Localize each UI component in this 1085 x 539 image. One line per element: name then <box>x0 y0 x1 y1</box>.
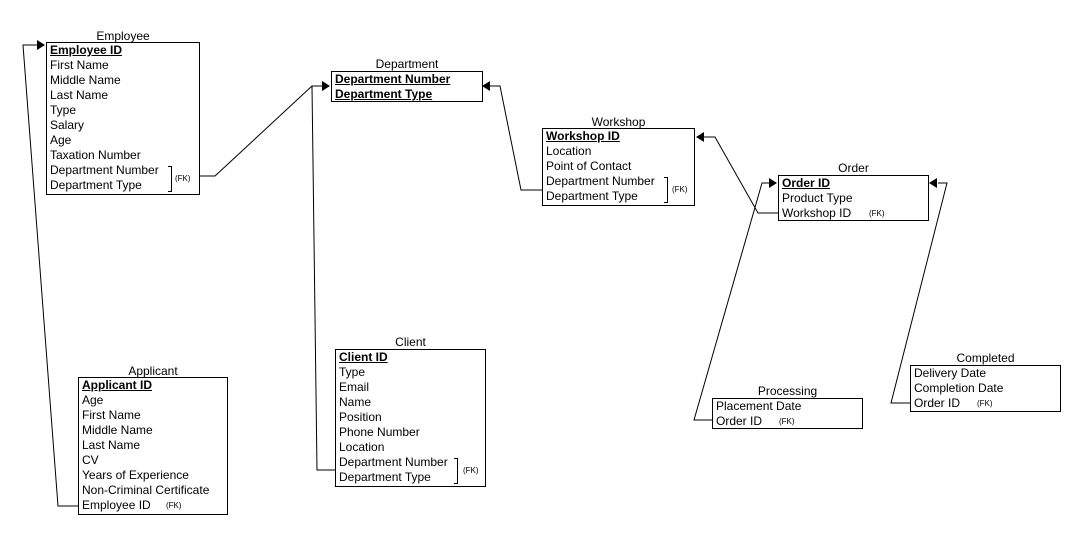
attribute: Taxation Number <box>50 148 141 162</box>
entity-title: Workshop <box>591 115 646 129</box>
attribute: Phone Number <box>339 425 420 439</box>
rel-applicant-employee <box>22 44 78 507</box>
attribute: Middle Name <box>82 423 153 437</box>
fk-label: (FK) <box>869 209 885 218</box>
entity-title: Client <box>395 335 426 349</box>
rel-workshop-department <box>490 85 542 191</box>
attribute: Point of Contact <box>546 159 632 173</box>
attribute-fk: Department Number <box>546 174 655 188</box>
attribute-fk: Department Type <box>546 189 638 203</box>
rel-employee-department <box>199 85 324 177</box>
arrowhead-department-right <box>482 81 490 91</box>
entity-applicant[interactable]: Applicant Applicant ID Age First Name Mi… <box>78 365 228 515</box>
fk-label: (FK) <box>175 174 191 183</box>
entity-box: Applicant ID Age First Name Middle Name … <box>78 377 228 515</box>
attribute: Middle Name <box>50 73 121 87</box>
fk-label: (FK) <box>672 185 688 194</box>
attribute-fk: Department Number <box>50 163 159 177</box>
arrowhead-order <box>769 178 777 188</box>
entity-title: Employee <box>96 29 150 43</box>
primary-key: Workshop ID <box>546 129 620 143</box>
entity-title: Department <box>375 57 439 71</box>
attribute-fk: Department Number <box>339 455 448 469</box>
arrowhead-order-right <box>929 178 937 188</box>
attribute-fk: Employee ID <box>82 498 151 512</box>
entity-title: Processing <box>757 384 818 398</box>
fk-bracket <box>664 177 668 203</box>
entity-completed[interactable]: Completed Delivery Date Completion Date … <box>910 352 1061 412</box>
fk-label: (FK) <box>779 417 795 426</box>
rel-processing-order <box>693 182 770 421</box>
attribute: Placement Date <box>716 399 802 413</box>
attribute: Age <box>50 133 72 147</box>
attribute: Last Name <box>82 438 141 452</box>
rel-client-department <box>311 85 335 471</box>
entity-title: Completed <box>956 351 1015 365</box>
fk-label: (FK) <box>977 399 993 408</box>
attribute: Location <box>546 144 592 158</box>
entity-title: Applicant <box>128 364 178 378</box>
attribute: First Name <box>50 58 109 72</box>
entity-box: Placement Date Order ID (FK) <box>712 398 863 429</box>
arrowhead-workshop <box>696 132 704 142</box>
attribute: Years of Experience <box>82 468 189 482</box>
entity-workshop[interactable]: Workshop Workshop ID Location Point of C… <box>542 116 695 206</box>
entity-client[interactable]: Client Client ID Type Email Name Positio… <box>335 336 486 487</box>
attribute: Type <box>339 365 366 379</box>
entity-box: Order ID Product Type Workshop ID (FK) <box>778 175 929 221</box>
entity-department[interactable]: Department Department Number Department … <box>331 58 483 102</box>
arrowhead-employee <box>37 40 45 50</box>
attribute: First Name <box>82 408 141 422</box>
entity-title: Order <box>838 161 869 175</box>
attribute: Last Name <box>50 88 109 102</box>
attribute: Age <box>82 393 104 407</box>
entity-box: Employee ID First Name Middle Name Last … <box>46 42 200 195</box>
attribute-fk: Order ID <box>716 414 763 428</box>
primary-key: Department Number <box>335 72 451 86</box>
attribute-fk: Department Type <box>339 470 431 484</box>
attribute-fk: Workshop ID <box>782 206 852 220</box>
entity-employee[interactable]: Employee Employee ID First Name Middle N… <box>46 30 200 195</box>
primary-key: Employee ID <box>50 43 123 57</box>
rel-completed-order <box>890 182 948 404</box>
fk-bracket <box>168 166 172 192</box>
entity-box: Client ID Type Email Name Position Phone… <box>335 349 486 487</box>
rel-order-workshop <box>704 136 778 214</box>
fk-label: (FK) <box>463 466 479 475</box>
attribute: Name <box>339 395 372 409</box>
fk-label: (FK) <box>166 501 182 510</box>
fk-bracket <box>454 458 458 484</box>
primary-key: Client ID <box>339 350 388 364</box>
primary-key: Department Type <box>335 87 433 101</box>
attribute: Position <box>339 410 382 424</box>
attribute: Product Type <box>782 191 853 205</box>
attribute: Delivery Date <box>914 366 987 380</box>
attribute: Location <box>339 440 385 454</box>
primary-key: Applicant ID <box>82 378 153 392</box>
attribute: Salary <box>50 118 85 132</box>
attribute-fk: Order ID <box>914 396 961 410</box>
entity-box: Workshop ID Location Point of Contact De… <box>542 128 695 206</box>
entity-processing[interactable]: Processing Placement Date Order ID (FK) <box>712 385 863 429</box>
attribute: Non-Criminal Certificate <box>82 483 210 497</box>
entity-box: Delivery Date Completion Date Order ID (… <box>910 365 1061 412</box>
entity-order[interactable]: Order Order ID Product Type Workshop ID … <box>778 162 929 221</box>
attribute: Type <box>50 103 77 117</box>
attribute: Completion Date <box>914 381 1004 395</box>
attribute: CV <box>82 453 99 467</box>
arrowhead-department <box>322 81 330 91</box>
attribute: Email <box>339 380 370 394</box>
primary-key: Order ID <box>782 176 831 190</box>
attribute-fk: Department Type <box>50 178 142 192</box>
entity-box: Department Number Department Type <box>331 71 483 102</box>
